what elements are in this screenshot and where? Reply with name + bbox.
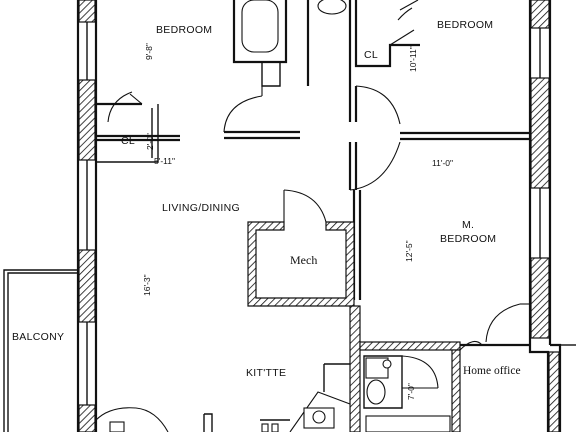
dim-closet-depth: 2'-0" [145, 133, 155, 150]
room-label-mech: Mech [290, 253, 317, 267]
kitchen-fixtures [203, 363, 351, 432]
balcony-outline [3, 269, 78, 432]
dim-bedroom-right: 10'-11" [408, 46, 418, 72]
upper-walls [232, 0, 420, 87]
room-label-balcony: BALCONY [12, 331, 64, 343]
exterior-wall-right [528, 0, 576, 432]
interior-walls [96, 86, 530, 300]
dim-closet-width: 5'-11" [154, 156, 175, 166]
door-swings [95, 85, 530, 432]
room-label-bedroom-right: BEDROOM [437, 19, 493, 31]
dim-bath-depth: 7'-0" [406, 383, 416, 400]
room-label-living-dining: LIVING/DINING [162, 202, 240, 214]
mech-room-walls [247, 189, 355, 307]
room-label-kitchen: KIT'TTE [246, 367, 286, 379]
dim-master-width: 11'-0" [432, 158, 453, 168]
room-label-master-1: M. [462, 219, 474, 231]
exterior-wall-left [76, 0, 98, 432]
room-label-closet-left: CL [121, 135, 135, 147]
bathroom-walls [349, 305, 530, 432]
room-label-bedroom-left: BEDROOM [156, 24, 212, 36]
room-label-master-2: BEDROOM [440, 233, 496, 245]
dim-master-depth: 12'-5" [404, 240, 414, 262]
dim-living-depth: 16'-3" [142, 274, 152, 296]
room-label-home-office: Home office [463, 365, 521, 377]
room-label-closet-right: CL [364, 49, 378, 61]
dim-bedroom-left: 9'-8" [144, 43, 154, 60]
